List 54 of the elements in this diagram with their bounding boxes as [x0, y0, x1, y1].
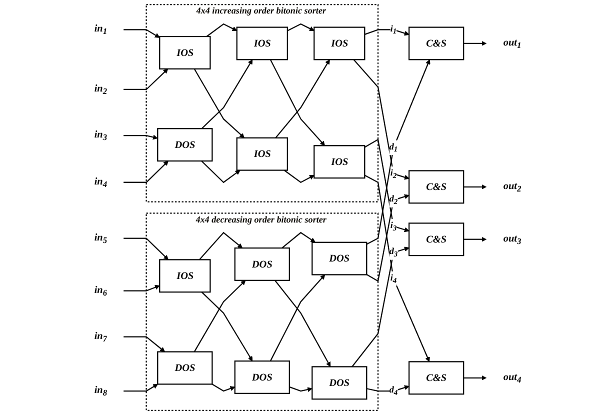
edge-label: d$_{2}$	[389, 194, 398, 206]
edge-label: d$_{3}$	[389, 246, 398, 258]
node-box: C&S	[408, 361, 464, 395]
arrow	[352, 246, 410, 368]
arrow	[201, 160, 240, 184]
edge-label: d$_{1}$	[389, 142, 398, 154]
arrow	[284, 170, 314, 184]
arrow	[270, 274, 326, 362]
arrow	[124, 134, 158, 140]
arrow	[364, 29, 410, 36]
node-box: DOS	[234, 247, 290, 281]
arrow	[124, 160, 168, 183]
arrow	[287, 23, 314, 32]
node-box: DOS	[157, 128, 213, 162]
edge-label: d$_{4}$	[389, 385, 398, 397]
node-box: C&S	[408, 222, 464, 256]
arrow	[194, 68, 245, 138]
arrow	[124, 384, 158, 392]
node-box: C&S	[408, 26, 464, 60]
arrow	[464, 375, 487, 380]
arrow	[353, 59, 410, 180]
arrow	[366, 194, 410, 282]
arrow	[194, 280, 246, 352]
node-box: C&S	[408, 170, 464, 204]
arrow	[206, 23, 238, 37]
arrow	[201, 59, 253, 130]
node-box: DOS	[157, 351, 213, 385]
arrow	[124, 29, 160, 38]
edge-label: i$_{2}$	[390, 168, 397, 180]
arrow	[366, 59, 430, 245]
arrow	[124, 68, 168, 90]
arrow	[275, 59, 330, 138]
arrow	[464, 236, 487, 242]
arrow	[124, 336, 166, 352]
arrow	[464, 184, 487, 190]
arrow	[270, 59, 326, 146]
arrow	[364, 174, 430, 362]
arrow	[289, 386, 312, 392]
arrow	[124, 284, 160, 292]
arrow	[274, 280, 331, 367]
edge-label: i$_{4}$	[390, 273, 397, 284]
node-box: DOS	[234, 360, 290, 394]
edge-label: i$_{3}$	[390, 220, 397, 232]
arrow	[366, 385, 410, 392]
arrow	[201, 292, 253, 362]
arrow	[282, 232, 316, 248]
arrow	[124, 238, 168, 260]
arrow	[198, 232, 243, 260]
node-box: DOS	[312, 366, 368, 400]
arrow	[464, 40, 487, 46]
edge-label: i$_{1}$	[390, 24, 397, 36]
arrow	[212, 384, 236, 392]
arrow	[364, 138, 410, 232]
node-box: DOS	[312, 242, 368, 276]
